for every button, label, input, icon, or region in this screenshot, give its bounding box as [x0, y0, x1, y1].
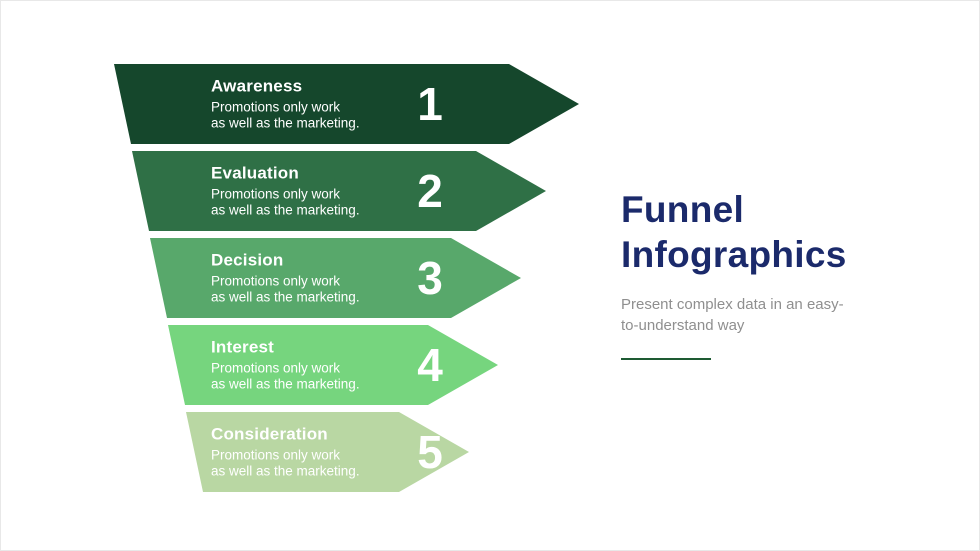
stage-text: Consideration Promotions only work as we… [211, 425, 360, 480]
stage-description: Promotions only work as well as the mark… [211, 361, 360, 393]
stage-description-line1: Promotions only work [211, 186, 341, 202]
stage-text: Decision Promotions only work as well as… [211, 251, 360, 306]
stage-description-line2: as well as the marketing. [211, 289, 360, 305]
stage-number: 3 [417, 252, 443, 304]
funnel-stage-decision: Decision Promotions only work as well as… [150, 238, 521, 318]
stage-description-line1: Promotions only work [211, 360, 341, 376]
page-title-line1: Funnel [621, 189, 745, 230]
page-subtitle-line2: to-understand way [621, 316, 745, 334]
stage-title: Evaluation [211, 163, 299, 183]
stage-description-line2: as well as the marketing. [211, 376, 360, 392]
page-subtitle: Present complex data in an easy- to-unde… [621, 295, 951, 336]
page-subtitle-line1: Present complex data in an easy- [621, 296, 844, 314]
funnel-stage-evaluation: Evaluation Promotions only work as well … [132, 151, 546, 231]
side-panel: Funnel Infographics Present complex data… [621, 187, 951, 360]
stage-number: 5 [417, 426, 443, 478]
stage-number: 2 [417, 165, 443, 217]
stage-description-line2: as well as the marketing. [211, 115, 360, 131]
funnel-diagram: Awareness Promotions only work as well a… [111, 64, 581, 492]
funnel-stage-interest: Interest Promotions only work as well as… [168, 325, 498, 405]
page-title: Funnel Infographics [621, 187, 951, 277]
stage-description-line2: as well as the marketing. [211, 202, 360, 218]
stage-title: Consideration [211, 424, 328, 444]
stage-description-line1: Promotions only work [211, 447, 341, 463]
stage-text: Evaluation Promotions only work as well … [211, 164, 360, 219]
stage-title: Interest [211, 337, 275, 357]
stage-title: Awareness [211, 76, 303, 96]
accent-divider [621, 357, 711, 360]
stage-number: 1 [417, 78, 443, 130]
stage-description: Promotions only work as well as the mark… [211, 187, 360, 219]
funnel-stage-awareness: Awareness Promotions only work as well a… [114, 64, 579, 144]
stage-number: 4 [417, 339, 443, 391]
funnel-stage-consideration: Consideration Promotions only work as we… [186, 412, 469, 492]
stage-title: Decision [211, 250, 284, 270]
stage-description: Promotions only work as well as the mark… [211, 274, 360, 306]
stage-description-line2: as well as the marketing. [211, 463, 360, 479]
stage-text: Interest Promotions only work as well as… [211, 338, 360, 393]
stage-description-line1: Promotions only work [211, 273, 341, 289]
stage-text: Awareness Promotions only work as well a… [211, 77, 360, 132]
stage-description-line1: Promotions only work [211, 99, 341, 115]
page-title-line2: Infographics [621, 234, 847, 276]
stage-description: Promotions only work as well as the mark… [211, 448, 360, 480]
stage-description: Promotions only work as well as the mark… [211, 100, 360, 132]
